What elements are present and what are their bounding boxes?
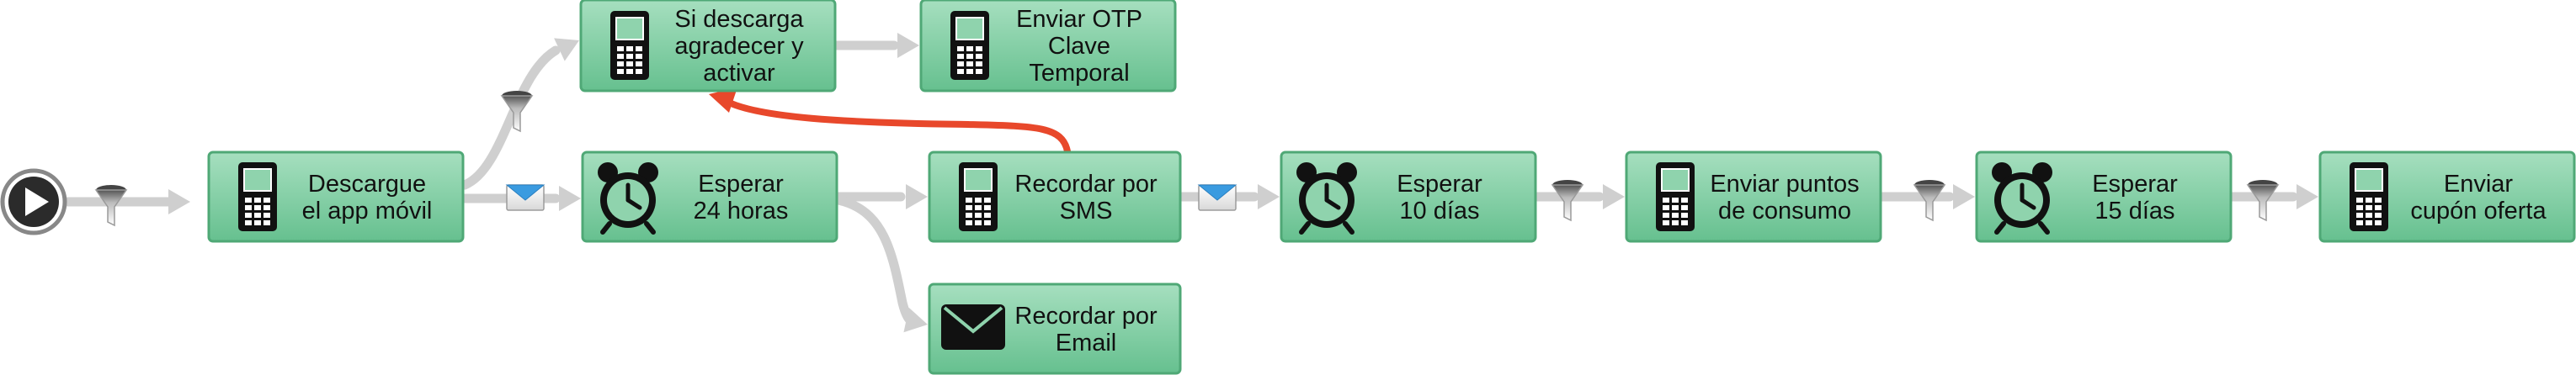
node-label-line: Esperar [2092, 171, 2178, 198]
node-label-line: Enviar [2444, 171, 2514, 198]
node-label-line: de consumo [1718, 198, 1851, 224]
node-label-line: Descargue [308, 171, 426, 198]
envelope-icon [941, 304, 1005, 350]
connector-badges [94, 91, 2280, 227]
node-label-line: activar [703, 60, 775, 87]
filter-icon[interactable] [94, 185, 128, 227]
email-trigger-icon[interactable] [505, 184, 546, 211]
filter-icon[interactable] [2246, 180, 2280, 222]
play-icon[interactable] [0, 168, 67, 235]
filter-icon[interactable] [1551, 180, 1584, 222]
node-label-line: Recordar por [1014, 171, 1158, 198]
node-label-line: Recordar por [1014, 303, 1158, 330]
filter-icon[interactable] [1913, 180, 1946, 222]
node-label-line: Enviar puntos [1710, 171, 1859, 198]
node-label-line: Esperar [1397, 171, 1482, 198]
connector-enviar-puntos-to-esperar-15 [1877, 184, 1975, 209]
mobile-phone-icon [959, 162, 998, 231]
node-label-line: 24 horas [694, 198, 789, 224]
connector-esperar-24-to-recordar-email [833, 195, 928, 333]
node-label-line: 15 días [2094, 198, 2174, 224]
mobile-phone-icon [2350, 162, 2388, 231]
email-trigger-icon[interactable] [1197, 184, 1237, 211]
mobile-phone-icon [1656, 162, 1695, 231]
mobile-phone-icon [238, 162, 277, 231]
connector-start-to-descargue [62, 189, 190, 214]
connector-esperar-24-to-recordar-sms [833, 184, 928, 209]
node-label-line: Esperar [698, 171, 784, 198]
return-path [709, 87, 1071, 155]
node-label-line: Temporal [1029, 60, 1129, 87]
return-arrow [709, 87, 1071, 155]
mobile-phone-icon [610, 11, 649, 80]
node-label-line: Enviar OTP [1016, 6, 1142, 33]
node-label-line: SMS [1060, 198, 1113, 224]
filter-icon[interactable] [500, 91, 534, 133]
start-node[interactable] [0, 168, 67, 235]
node-label-line: agradecer y [674, 33, 804, 60]
node-label-line: el app móvil [302, 198, 433, 224]
node-label-line: 10 días [1399, 198, 1479, 224]
node-label-line: Email [1056, 330, 1117, 357]
node-label-line: Clave [1048, 33, 1110, 60]
node-label-line: cupón oferta [2410, 198, 2547, 224]
alarm-clock-icon [1992, 162, 2052, 235]
alarm-clock-icon [1296, 162, 1357, 235]
connector-descargue-to-si-descarga [460, 38, 579, 190]
node-label-line: Si descarga [674, 6, 804, 33]
connector-si-descarga-to-enviar-otp [832, 33, 919, 58]
mobile-phone-icon [950, 11, 989, 80]
alarm-clock-icon [598, 162, 658, 235]
